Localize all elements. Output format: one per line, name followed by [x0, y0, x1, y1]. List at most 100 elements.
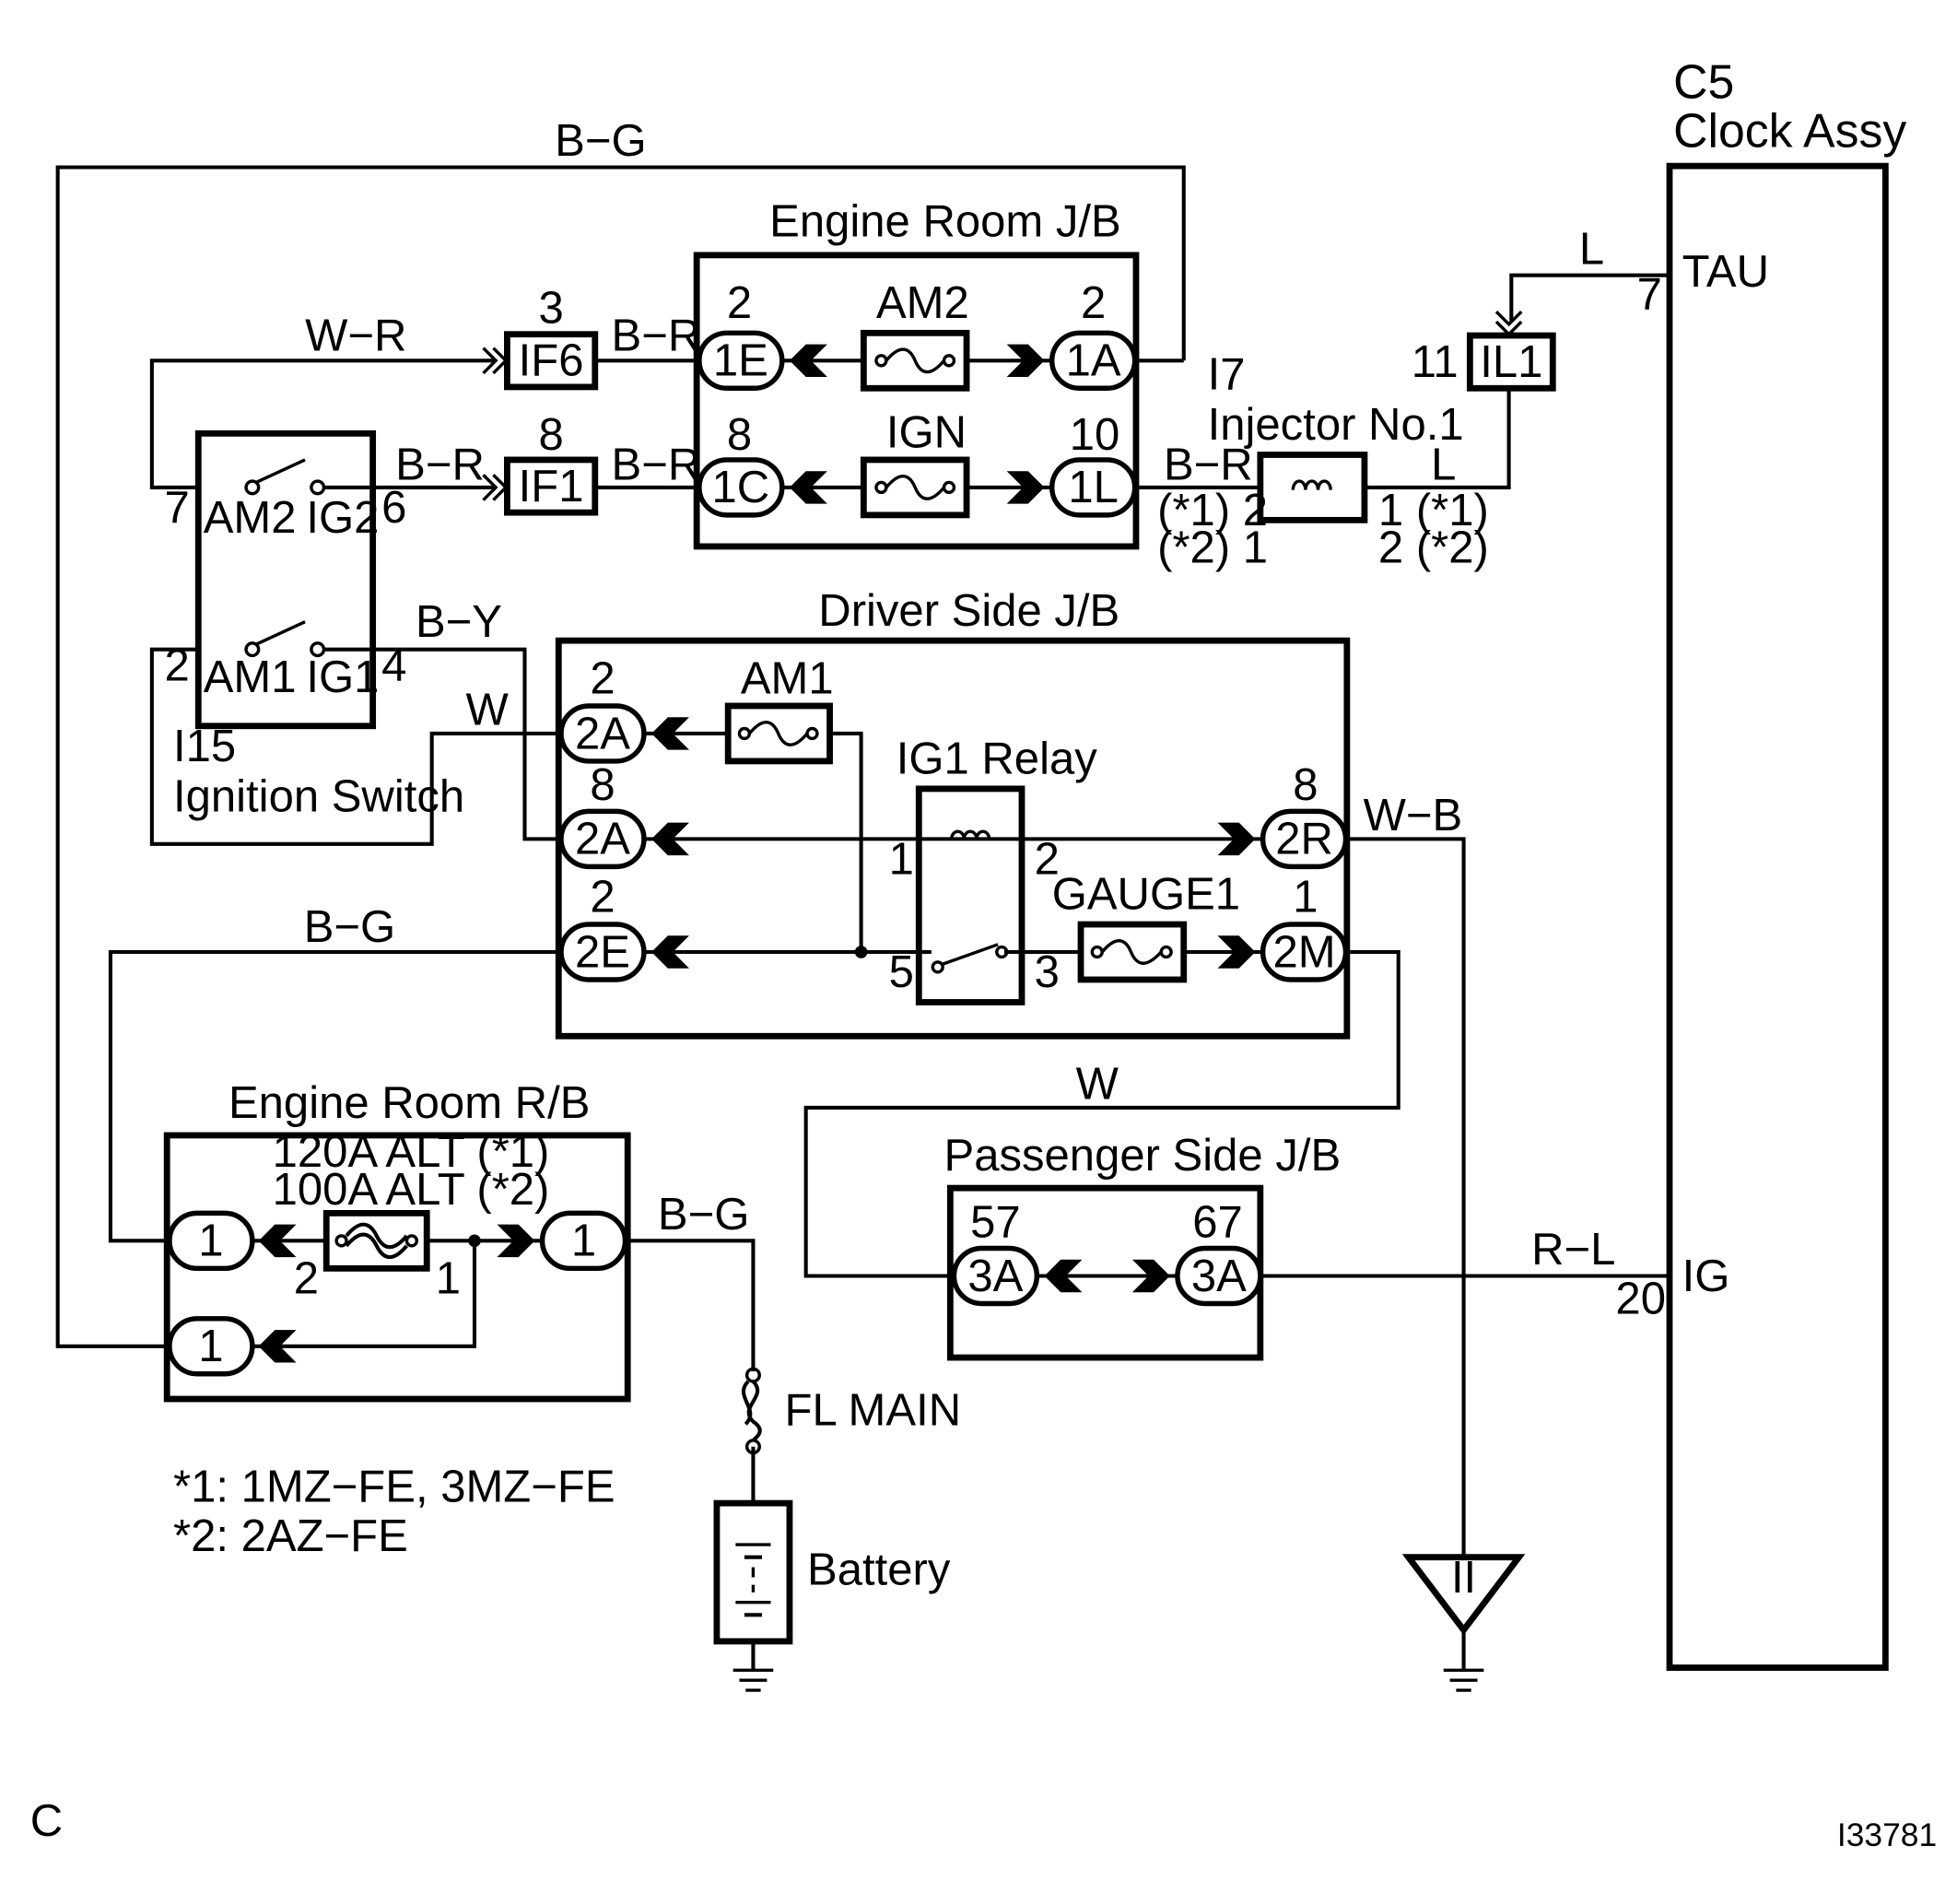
wire-br-injector: B−R	[1164, 441, 1253, 490]
wires	[55, 165, 1670, 1671]
ignition-pin-ig2: 6	[381, 483, 406, 533]
engine-rb-title: Engine Room R/B	[229, 1078, 590, 1128]
fuse-am1	[724, 702, 833, 765]
ignition-ig1: IG1	[306, 652, 379, 702]
passenger-jb-title: Passenger Side J/B	[944, 1131, 1342, 1181]
conn-1l: 1L	[1068, 463, 1119, 512]
ignition-pin-am1: 2	[164, 641, 189, 691]
wire-bg-mid: B−G	[304, 902, 395, 952]
pass-conn-right-num: 67	[1192, 1197, 1243, 1247]
fuses	[322, 329, 1188, 1272]
if1-num: 8	[538, 410, 563, 460]
conn-1c: 1C	[711, 463, 769, 512]
conn-1e: 1E	[713, 336, 768, 386]
if6-label: IF6	[519, 336, 584, 386]
ignition-am1: AM1	[204, 652, 297, 702]
note-2: *2: 2AZ−FE	[173, 1511, 408, 1561]
conn-2a-mid: 2A	[575, 815, 630, 864]
ignition-contacts	[244, 458, 326, 658]
clock-pin-tau-num: 7	[1637, 269, 1662, 319]
conn-2a-top-num: 2	[590, 653, 615, 703]
injector-name: Injector No.1	[1208, 400, 1464, 450]
il1-connector	[1466, 332, 1556, 392]
if1-label: IF1	[519, 462, 584, 511]
conn-2e: 2E	[575, 927, 630, 977]
conn-2r-num: 8	[1293, 760, 1318, 810]
conn-1a-num: 2	[1081, 278, 1106, 328]
conn-2m: 2M	[1272, 927, 1335, 977]
clock-id: C5	[1673, 55, 1734, 109]
injector-id: I7	[1208, 350, 1246, 400]
rb-pin-2: 2	[294, 1254, 319, 1304]
engine-room-jb-box	[693, 252, 1140, 550]
pass-conn-left-num: 57	[970, 1197, 1021, 1247]
wire-w-mid: W	[1076, 1059, 1119, 1109]
ignition-pin-ig1: 4	[381, 641, 406, 691]
conn-2e-num: 2	[590, 872, 615, 922]
wire-wb: W−B	[1364, 791, 1463, 840]
engine-jb-title: Engine Room J/B	[769, 196, 1121, 246]
clock-pin-tau: TAU	[1682, 247, 1769, 297]
pass-conn-right: 3A	[1191, 1252, 1247, 1301]
ground-point-ii	[1401, 1554, 1526, 1692]
battery-symbol	[713, 1499, 793, 1645]
fuse-am2-label: AM2	[876, 278, 969, 328]
ground-mark-label: II	[1451, 1553, 1476, 1603]
injector-pin-right-2: 2 (*2)	[1378, 523, 1489, 573]
figure-id: I33781	[1837, 1816, 1937, 1853]
fl-main-label: FL MAIN	[785, 1386, 962, 1436]
conn-1c-num: 8	[727, 410, 752, 460]
rb-conn-right: 1	[571, 1216, 596, 1266]
pass-conn-left: 3A	[967, 1252, 1023, 1301]
fuse-am1-label: AM1	[741, 653, 834, 703]
clock-pin-ig-num: 20	[1615, 1274, 1666, 1323]
fl-main-fusible-link	[741, 1367, 762, 1455]
note-1: *1: 1MZ−FE, 3MZ−FE	[173, 1463, 615, 1512]
conn-1a: 1A	[1066, 336, 1121, 386]
injector-pin-left-2: (*2) 1	[1157, 523, 1268, 573]
conn-1e-num: 2	[727, 278, 752, 328]
il1-label: IL1	[1480, 337, 1542, 387]
wire-wr: W−R	[305, 311, 406, 360]
rb-pin-1: 1	[436, 1254, 461, 1304]
conn-2r: 2R	[1275, 815, 1333, 864]
fuse-ign-label: IGN	[886, 407, 967, 457]
ignition-name: Ignition Switch	[173, 771, 464, 821]
battery-label: Battery	[807, 1546, 951, 1595]
rb-conn-bottom: 1	[198, 1322, 223, 1371]
engine-room-rb-box	[163, 1132, 631, 1403]
conn-1l-num: 10	[1070, 410, 1120, 460]
corner-label: C	[30, 1796, 63, 1846]
ground-battery	[732, 1668, 774, 1692]
relay-pin-1: 1	[889, 835, 914, 885]
fuse-gauge1	[1077, 921, 1188, 983]
injector-pin-left-1: (*1) 2	[1157, 486, 1268, 535]
fuse-gauge1-label: GAUGE1	[1052, 870, 1240, 920]
clock-name: Clock Assy	[1673, 104, 1906, 158]
ignition-ig2: IG2	[306, 493, 379, 543]
conn-2a-mid-num: 8	[590, 760, 615, 810]
wire-bg-top: B−G	[555, 116, 646, 166]
ig1-relay	[915, 785, 1025, 1005]
clock-pin-ig: IG	[1682, 1252, 1730, 1301]
wire-l-top: L	[1579, 224, 1604, 274]
fuse-alt	[322, 1209, 430, 1272]
junction-connectors	[482, 310, 1556, 516]
wire-l-injector: L	[1431, 441, 1456, 490]
conn-2a-top: 2A	[575, 709, 630, 758]
ignition-id: I15	[173, 722, 236, 771]
rb-conn-left: 1	[198, 1216, 223, 1266]
fuse-am2	[860, 329, 970, 392]
alt-fuse-label-2: 100A ALT (*2)	[273, 1165, 550, 1215]
wire-br-switch: B−R	[395, 441, 485, 490]
driver-jb-title: Driver Side J/B	[818, 586, 1119, 636]
wire-rl: R−L	[1531, 1225, 1615, 1275]
wire-by: B−Y	[416, 597, 502, 647]
conn-2m-num: 1	[1293, 872, 1318, 922]
ignition-am2: AM2	[204, 493, 297, 543]
ignition-pin-am2: 7	[164, 483, 189, 533]
jb-connectors	[167, 330, 1349, 1377]
if1-connector	[504, 456, 599, 516]
alt-fuse-label-1: 120A ALT (*1)	[273, 1127, 550, 1177]
